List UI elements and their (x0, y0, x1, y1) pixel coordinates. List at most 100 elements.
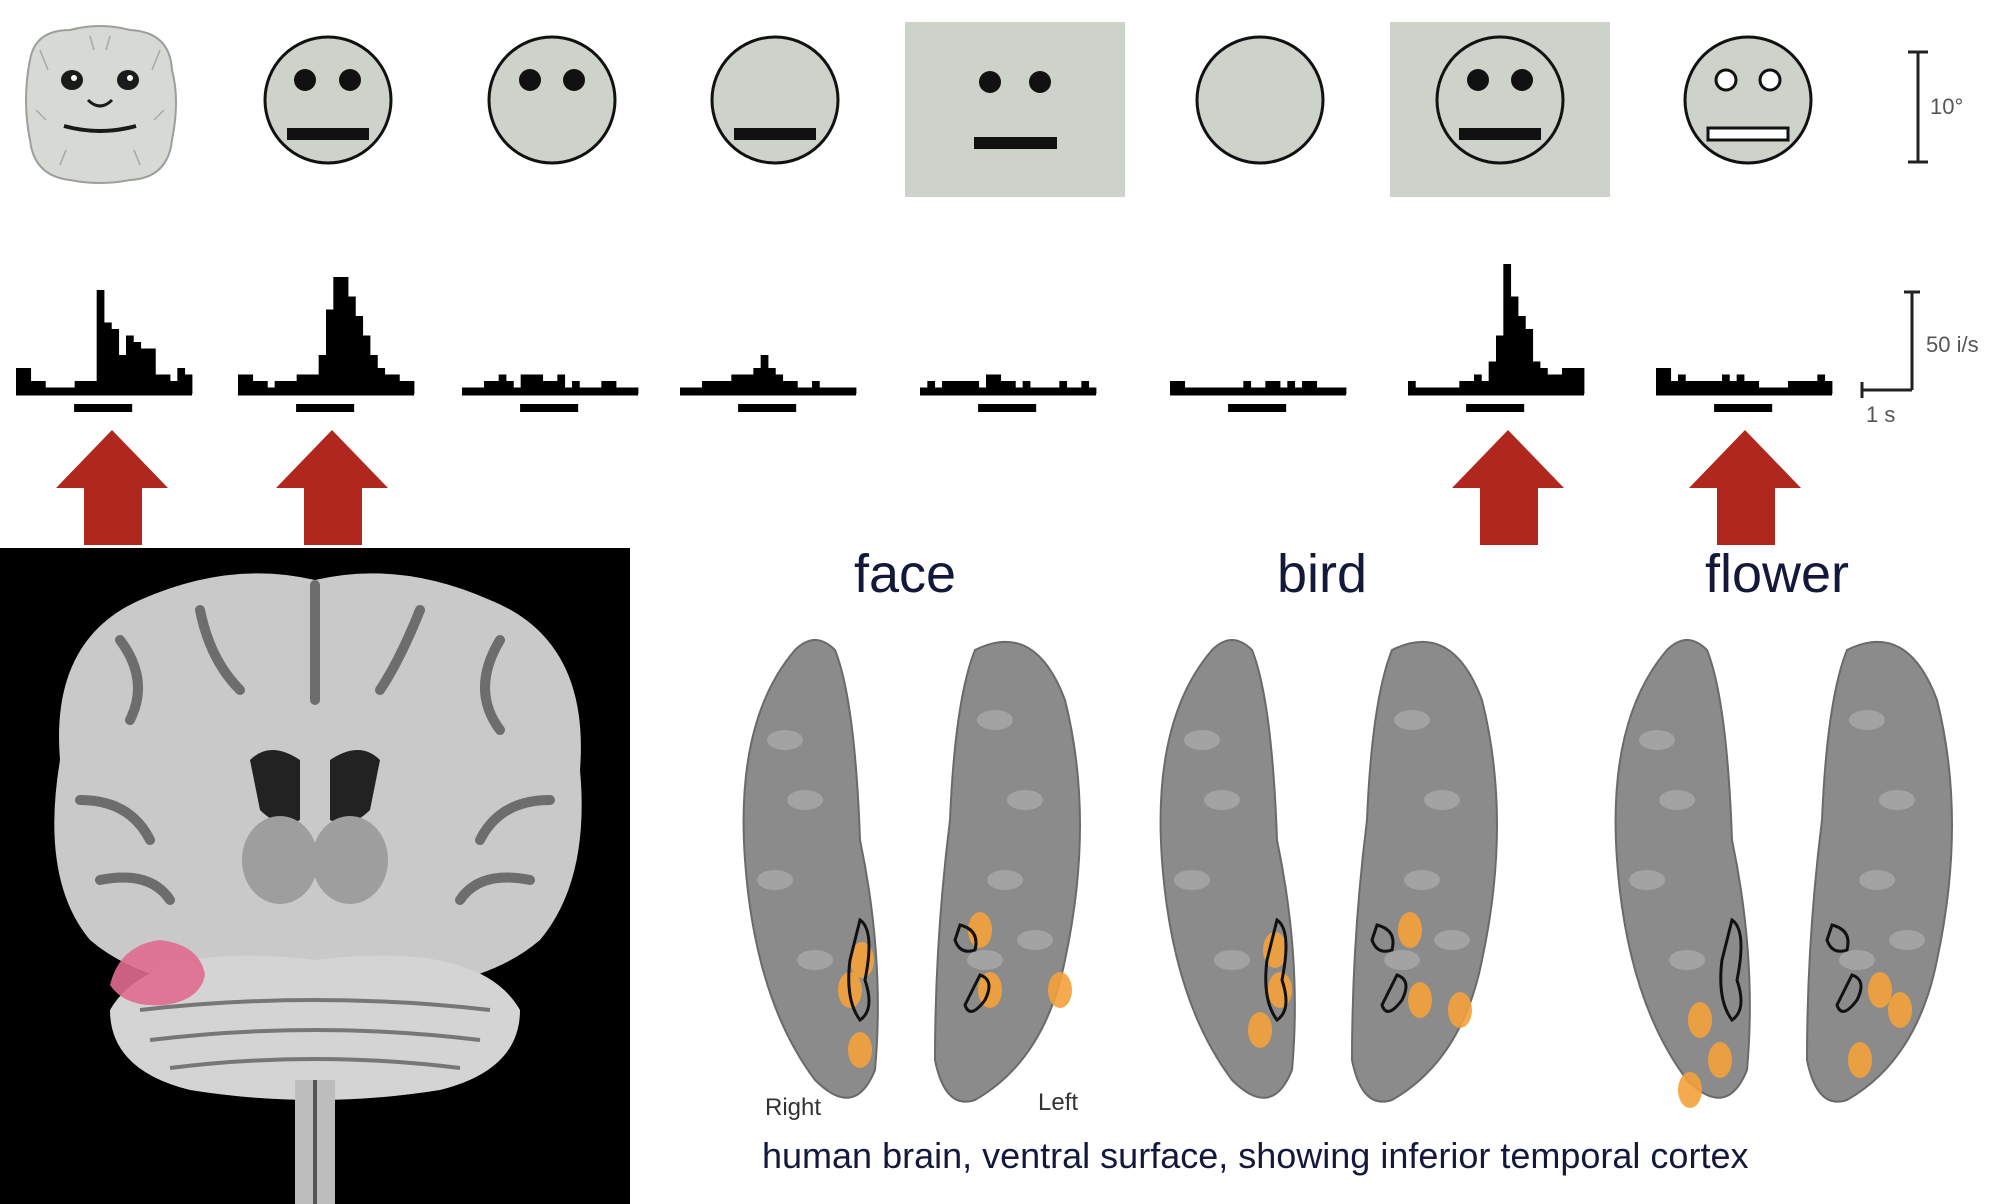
rate-scale-label: 50 i/s (1926, 332, 1979, 357)
activation-blob (1048, 972, 1072, 1008)
psth-bin (753, 368, 762, 394)
psth-bin (1532, 361, 1541, 394)
psth-bin (841, 387, 850, 394)
sulcal-texture (767, 730, 803, 750)
psth-histogram-1 (16, 290, 193, 412)
stimulus-duration-bar (520, 404, 579, 412)
stimulus-duration-bar (1228, 404, 1287, 412)
brain-title-face: face (854, 544, 956, 604)
psth-bin (542, 381, 551, 394)
stimulus-features-on-square (905, 22, 1125, 197)
psth-bin (1309, 381, 1318, 394)
psth-bin (252, 381, 261, 394)
psth-bin (392, 374, 400, 394)
psth-bin (564, 387, 573, 394)
sulcal-texture (1659, 790, 1695, 810)
angle-scale-label: 10° (1930, 94, 1963, 119)
psth-bin (1408, 381, 1416, 394)
sulcal-texture (797, 950, 833, 970)
psth-bin (30, 381, 39, 394)
roi-outline-left-upper (953, 923, 978, 953)
psth-bin (1199, 387, 1208, 394)
psth-bin (1729, 381, 1738, 394)
psth-bin (1022, 381, 1031, 394)
psth-bin (1059, 381, 1068, 394)
psth-bin (1170, 381, 1178, 394)
psth-bin (304, 374, 312, 394)
brain-title-flower: flower (1705, 544, 1849, 604)
psth-bin (1758, 387, 1767, 394)
psth-bin (986, 374, 994, 394)
psth-bin (362, 335, 371, 394)
psth-bin (1206, 387, 1215, 394)
psth-bin (594, 387, 602, 394)
psth-bin (1236, 387, 1244, 394)
psth-bin (1437, 387, 1446, 394)
sulcal-texture (757, 870, 793, 890)
activation-blob (1868, 972, 1892, 1008)
psth-bin (1496, 335, 1504, 394)
psth-bin (724, 381, 732, 394)
ventral-surface-face (742, 639, 1081, 1103)
activation-blob (1248, 1012, 1272, 1048)
psth-bin (1766, 387, 1774, 394)
psth-bin (1656, 368, 1664, 394)
psth-bin (513, 387, 522, 394)
psth-bin (1081, 381, 1090, 394)
roi-outline-left-lower (1835, 973, 1863, 1013)
psth-bin (535, 374, 544, 394)
psth-bin (170, 381, 178, 394)
stimulus-face-eyes-only (487, 35, 617, 165)
psth-bin (1802, 381, 1811, 394)
psth-bin (498, 374, 507, 394)
psth-bin (1228, 387, 1237, 394)
activation-blob (1263, 932, 1287, 968)
psth-bin (608, 381, 617, 394)
psth-bin (768, 368, 776, 394)
psth-bin (289, 381, 298, 394)
psth-bin (572, 381, 580, 394)
psth-bin (746, 374, 754, 394)
psth-bin (476, 387, 485, 394)
psth-bin (623, 387, 632, 394)
psth-bin (1780, 387, 1789, 394)
psth-bin (1272, 381, 1281, 394)
psth-bin (245, 374, 254, 394)
roi-outline-left-lower (1380, 973, 1408, 1013)
psth-bin (1287, 381, 1296, 394)
psth-bin (1258, 387, 1266, 394)
psth-bin (1415, 387, 1424, 394)
psth-bin (1663, 368, 1672, 394)
roi-outline-left-lower (963, 973, 991, 1013)
arrow-up-1 (56, 430, 168, 545)
psth-bin (491, 381, 500, 394)
psth-bin (38, 381, 46, 394)
sulcal-texture (1017, 930, 1053, 950)
psth-bin (148, 348, 156, 394)
ventral-surface-flower (1614, 639, 1953, 1108)
psth-bin (1554, 374, 1563, 394)
psth-bin (384, 374, 393, 394)
psth-bin (797, 387, 806, 394)
psth-bin (267, 387, 276, 394)
psth-bin (1678, 374, 1686, 394)
psth-bin (1736, 374, 1745, 394)
psth-bin (993, 374, 1002, 394)
psth-bin (1088, 387, 1097, 394)
psth-bin (1817, 374, 1826, 394)
psth-bin (694, 387, 703, 394)
psth-bin (1066, 387, 1075, 394)
sulcal-texture (1629, 870, 1665, 890)
psth-bin (74, 381, 83, 394)
psth-bin (1510, 296, 1519, 394)
sulcal-texture (1879, 790, 1915, 810)
psth-bin (680, 387, 688, 394)
stimulus-duration-bar (738, 404, 797, 412)
psth-bin (1488, 361, 1497, 394)
psth-bin (702, 381, 710, 394)
psth-bin (804, 387, 813, 394)
psth-bin (282, 381, 290, 394)
psth-bin (177, 368, 186, 394)
psth-bin (1481, 381, 1490, 394)
psth-bin (1015, 387, 1024, 394)
